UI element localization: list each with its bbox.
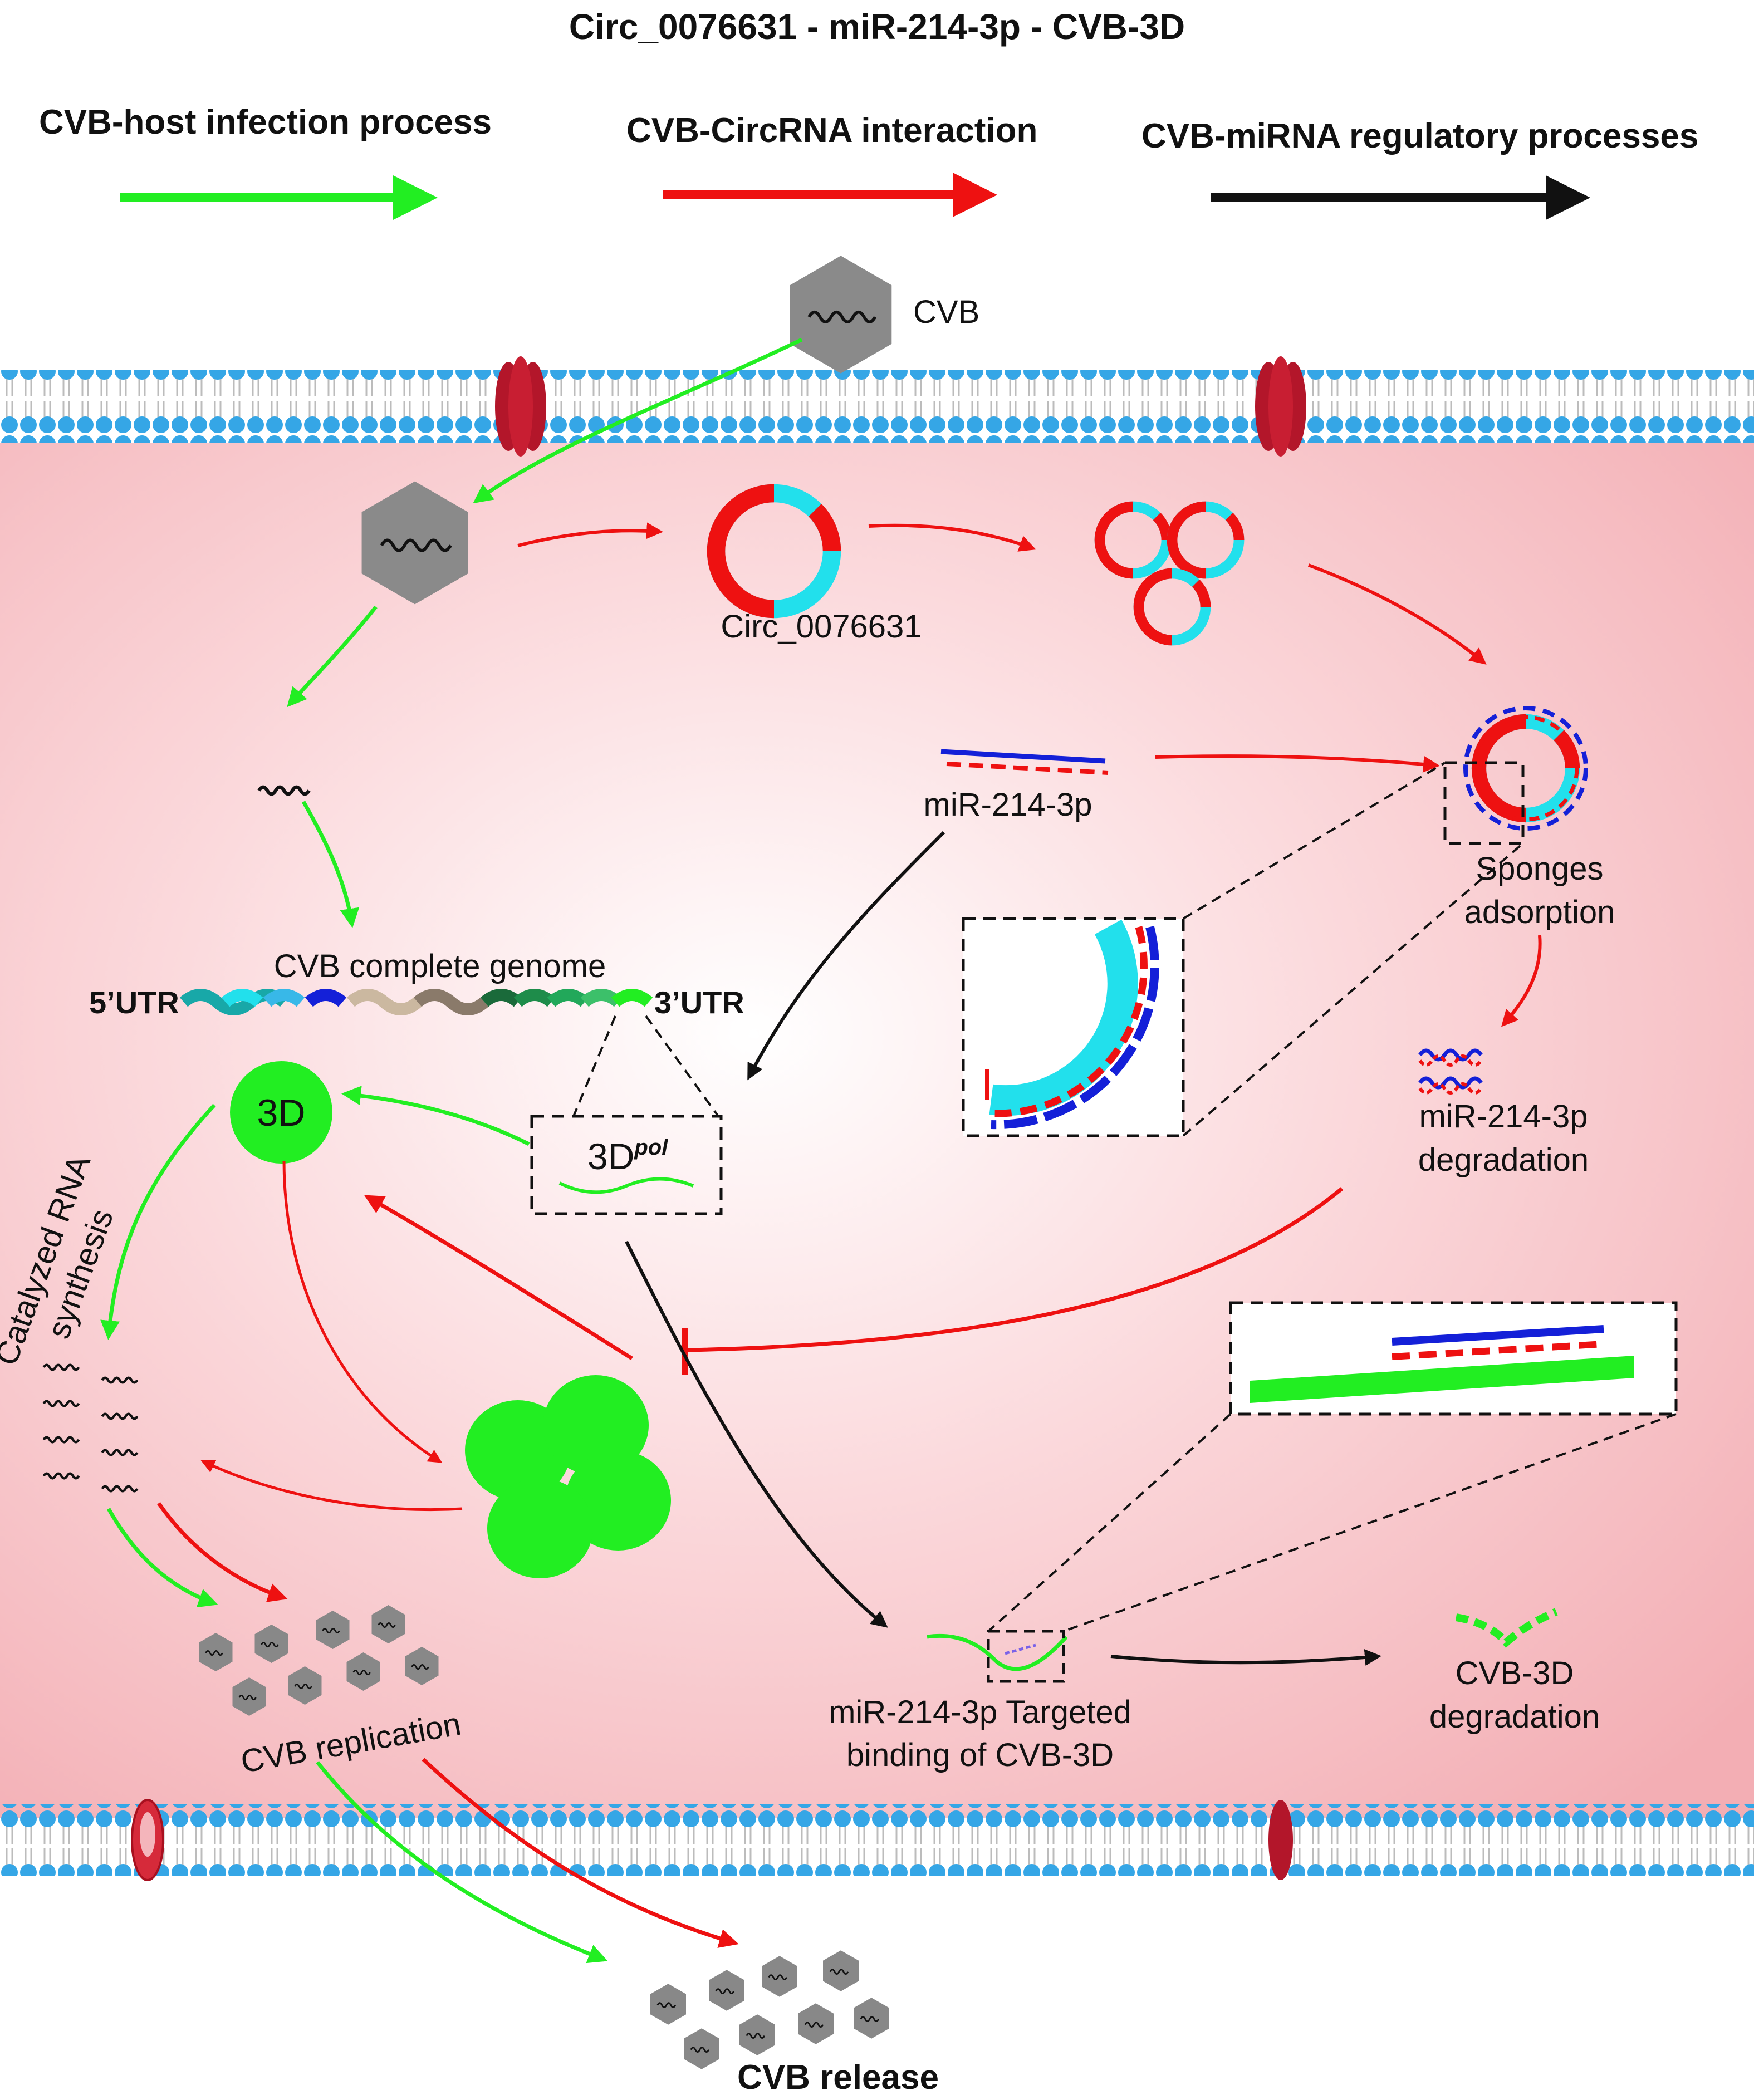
release-label: CVB release [737,2058,939,2097]
3dpol-main: 3D [587,1136,634,1177]
protein-icon [230,1061,332,1164]
channel-icon [1255,356,1306,457]
arrow-mir-to-sponge [1155,754,1440,773]
legend-label-circrna: CVB-CircRNA interaction [626,111,1037,150]
circ-label: Circ_0076631 [721,609,922,645]
inhibition-line [687,1187,1344,1352]
arrow-back-to-3d [364,1195,633,1360]
sponges-label-2: adsorption [1464,894,1615,930]
channel-icon [495,356,546,457]
sponge-complex [1463,706,1588,831]
arrow-release-green [316,1760,608,1964]
arrow-3dpol-to-3d [341,1086,530,1146]
targeted-label-2: binding of CVB-3D [846,1737,1114,1773]
arrow-rnas-to-replication-red [157,1502,288,1602]
cvb-label: CVB [913,294,979,330]
diagram-title: Circ_0076631 - miR-214-3p - CVB-3D [569,7,1185,47]
protein-cluster [465,1375,671,1578]
arrow-rnas-to-replication-green [106,1508,218,1608]
channel-icon [1268,1800,1293,1880]
mirdeg-label-2: degradation [1418,1142,1589,1178]
utr3-label: 3’UTR [654,985,744,1020]
arrow-3d-to-synthesis [100,1103,216,1340]
cvb3d-label-2: degradation [1429,1699,1600,1735]
sponge-zoom-inset [962,762,1524,1137]
arrow-3d-to-cluster [282,1160,443,1463]
arrow-entry [473,337,803,504]
released-virus-cluster [649,1949,890,2070]
3dpol-sup: pol [634,1135,668,1160]
arrow-virus-to-rna [287,605,378,708]
degraded-mirna-icon [1418,1048,1483,1095]
targeted-binding-icon [927,1630,1068,1683]
binding-zoom-inset [987,1301,1678,1632]
mirdeg-label: miR-214-3p [1419,1098,1588,1135]
channel-icon [131,1799,164,1881]
degraded-3d-icon [1455,1608,1558,1648]
arrow-circ-to-cluster [868,523,1036,552]
genome-strand [179,989,653,1015]
arrow-cluster-to-rnas [200,1460,463,1512]
arrow-sponge-to-degradation [1501,935,1542,1027]
cvb3d-label: CVB-3D [1456,1655,1574,1691]
arrow-virus-to-circ [517,522,663,547]
virus-icon [790,256,892,373]
sponges-label: Sponges [1476,851,1604,887]
arrow-cluster-to-sponge [1307,563,1487,665]
arrow-rna-to-genome [301,801,360,928]
arrow-mir-to-3dpol [747,831,945,1081]
bottom-membrane [0,1804,1754,1876]
mirna-icon [940,749,1109,775]
3dpol-zoom [530,1015,723,1215]
3dpol-label: 3Dpol [587,1135,668,1177]
utr5-label: 5’UTR [89,985,179,1020]
legend: CVB-host infection process CVB-CircRNA i… [39,103,1698,220]
genome-label: CVB complete genome [274,948,606,984]
legend-label-mirna: CVB-miRNA regulatory processes [1141,117,1698,155]
3d-protein-label: 3D [257,1092,306,1134]
targeted-label: miR-214-3p Targeted [829,1694,1131,1730]
legend-label-host: CVB-host infection process [39,103,492,141]
arrow-binding-to-3d-degradation [1110,1649,1381,1666]
top-membrane [0,370,1754,443]
mir-label: miR-214-3p [924,787,1092,823]
arrow-3dpol-to-binding [625,1240,888,1628]
arrow-release-red [422,1758,739,1948]
